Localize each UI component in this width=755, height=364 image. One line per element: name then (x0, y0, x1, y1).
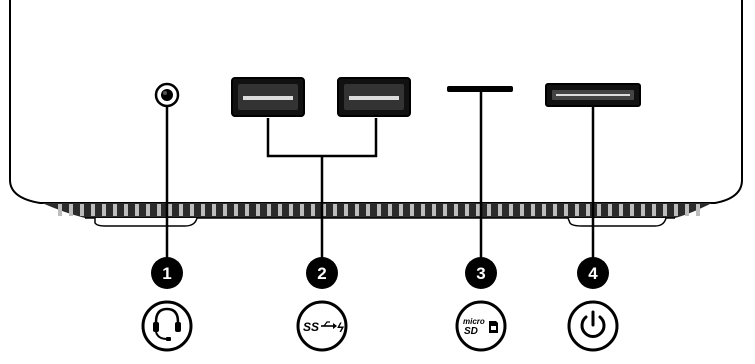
vent-slot (509, 204, 513, 216)
vent-slot (256, 204, 260, 216)
callout-2: 2 (306, 257, 338, 289)
vent-slot (355, 204, 359, 216)
vent-slot (608, 204, 612, 216)
vent-slot (553, 204, 557, 216)
vent-slot (619, 204, 623, 216)
charging-bolt: ϟ (337, 320, 344, 335)
vent-slot (597, 204, 601, 216)
right-foot (567, 217, 667, 227)
vent-slot (146, 204, 150, 216)
microsd-slot (447, 86, 513, 92)
vent-slot (300, 204, 304, 216)
callout-number-1: 1 (162, 264, 171, 283)
vent-slot (531, 204, 535, 216)
usb-ss-label: SS (303, 320, 319, 334)
vent-slot (333, 204, 337, 216)
vent-slot (685, 204, 689, 216)
vent-slot (366, 204, 370, 216)
vent-slot (377, 204, 381, 216)
vent-slot (454, 204, 458, 216)
power-icon (567, 300, 619, 352)
vent-slot (223, 204, 227, 216)
vent-slot (652, 204, 656, 216)
vent-slot (267, 204, 271, 216)
vent-slot (201, 204, 205, 216)
vent-slot (212, 204, 216, 216)
vent-slot (663, 204, 667, 216)
vent-slot (344, 204, 348, 216)
callout-4: 4 (577, 257, 609, 289)
vent-slot (487, 204, 491, 216)
vent-slot (179, 204, 183, 216)
vent-slot (91, 204, 95, 216)
callout-1: 1 (151, 257, 183, 289)
audio-jack-port (154, 82, 180, 108)
microsd-label-sd: SD (464, 326, 478, 337)
microsd-label-micro: micro (463, 317, 485, 326)
vent-slot (586, 204, 590, 216)
left-foot (94, 217, 198, 227)
vent-slot (674, 204, 678, 216)
leader-lines (165, 92, 595, 258)
vent-slot (289, 204, 293, 216)
vent-slot (696, 204, 700, 216)
vent-slot (465, 204, 469, 216)
vent-slot (443, 204, 447, 216)
vent-slots (58, 204, 700, 216)
callout-number-4: 4 (588, 264, 598, 283)
vent-slot (168, 204, 172, 216)
vent-slot (520, 204, 524, 216)
power-button (545, 83, 641, 107)
vent-slot (190, 204, 194, 216)
vent-slot (278, 204, 282, 216)
usb-port-right (337, 77, 411, 117)
vent-slot (498, 204, 502, 216)
vent-slot (135, 204, 139, 216)
vent-slot (234, 204, 238, 216)
vent-strip (42, 203, 712, 219)
usb-superspeed-charging-icon: SS ϟ (296, 300, 348, 352)
callout-number-2: 2 (317, 264, 326, 283)
vent-slot (69, 204, 73, 216)
vent-slot (476, 204, 480, 216)
vent-slot (58, 204, 62, 216)
microsd-icon: micro SD (455, 300, 507, 352)
vent-slot (311, 204, 315, 216)
vent-slot (575, 204, 579, 216)
vent-slot (641, 204, 645, 216)
vent-slot (80, 204, 84, 216)
vent-slot (410, 204, 414, 216)
vent-slot (124, 204, 128, 216)
callout-number-3: 3 (476, 264, 485, 283)
vent-slot (421, 204, 425, 216)
vent-slot (564, 204, 568, 216)
vent-slot (432, 204, 436, 216)
vent-slot (113, 204, 117, 216)
callout-3: 3 (465, 257, 497, 289)
vent-slot (322, 204, 326, 216)
usb-port-left (231, 77, 305, 117)
headset-icon (141, 300, 193, 352)
vent-slot (157, 204, 161, 216)
vent-slot (245, 204, 249, 216)
vent-slot (542, 204, 546, 216)
vent-slot (388, 204, 392, 216)
vent-slot (102, 204, 106, 216)
vent-slot (630, 204, 634, 216)
vent-slot (399, 204, 403, 216)
